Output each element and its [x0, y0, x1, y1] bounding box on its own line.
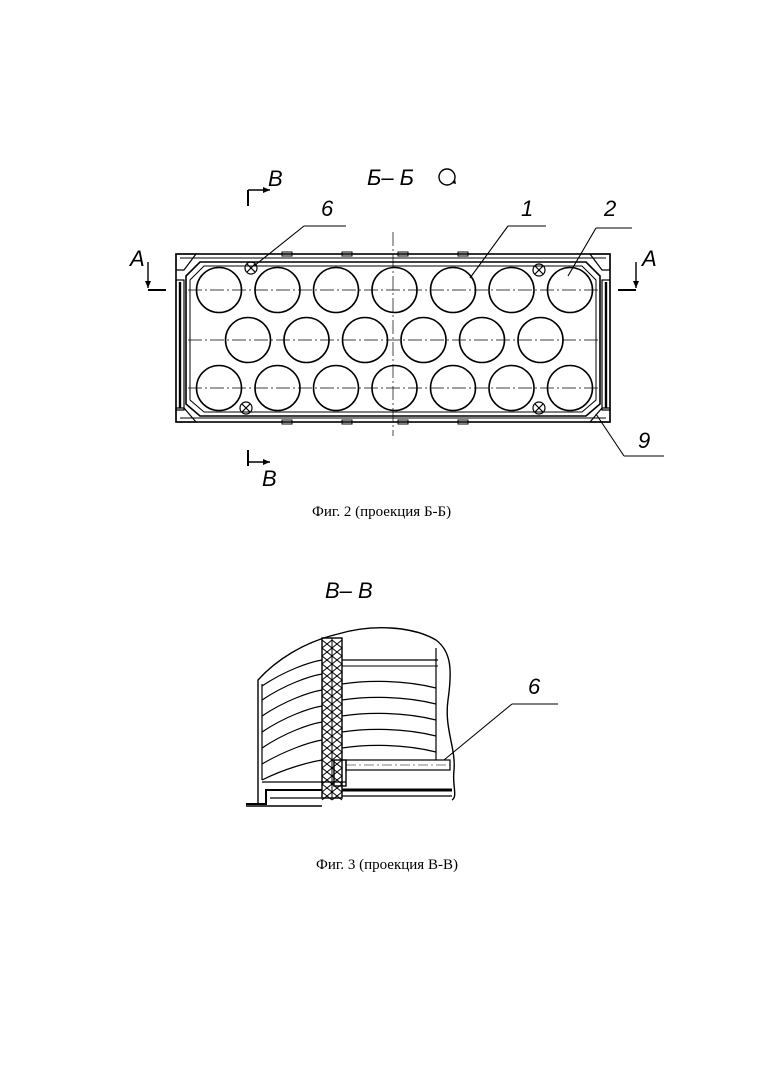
cut-label-a-left: A: [128, 246, 145, 271]
cut-label-b-top: B: [268, 166, 283, 191]
cut-label-b-bottom: B: [262, 466, 277, 491]
fig2-caption: Фиг. 2 (проекция Б-Б): [312, 504, 451, 521]
cell-grid: [197, 268, 593, 411]
fig3-caption: Фиг. 3 (проекция В-В): [316, 857, 458, 874]
fig2-section-title: Б– Б: [367, 165, 414, 190]
fastener-screws: [240, 262, 545, 414]
callout-9: 9: [638, 428, 650, 453]
callout-2: 2: [603, 196, 616, 221]
cut-label-a-right: A: [640, 246, 657, 271]
callout-1: 1: [521, 196, 533, 221]
callout-6: 6: [321, 196, 334, 221]
